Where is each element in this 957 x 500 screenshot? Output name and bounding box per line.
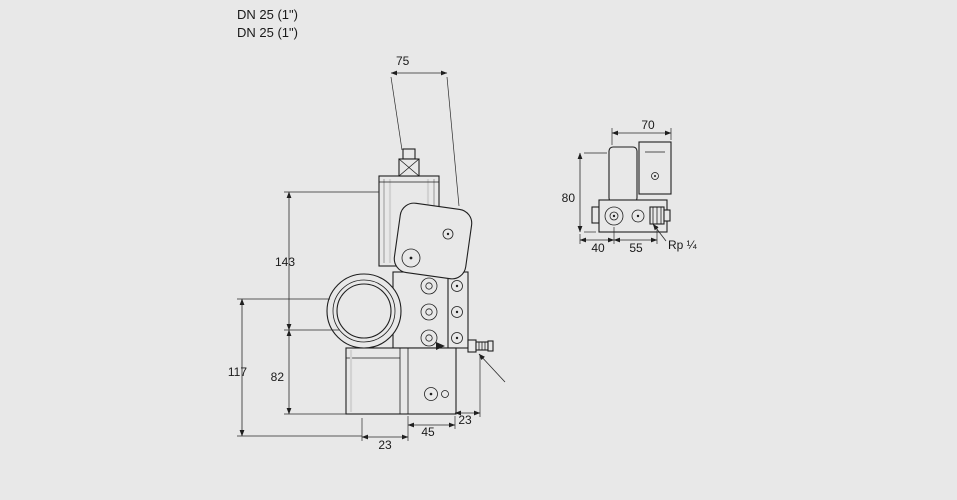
connector-box	[638, 141, 672, 195]
thread-size-label: Rp ¼	[668, 238, 698, 252]
title-block: DN 25 (1") DN 25 (1")	[237, 7, 298, 40]
lower-gas-block	[345, 347, 457, 415]
dim-label-45: 45	[421, 425, 435, 439]
dim-label-23-right: 23	[458, 413, 472, 427]
dim-label-75: 75	[396, 54, 410, 68]
dim-label-117: 117	[228, 365, 247, 379]
dim-label-82: 82	[271, 370, 285, 384]
side-dimensions: 70 80 40 55 Rp ¼	[562, 118, 698, 255]
valve-body	[392, 271, 456, 349]
adjustment-knob	[398, 148, 420, 177]
main-dimensions: 75 143 82 117 23	[228, 54, 481, 452]
test-nipple	[467, 339, 494, 353]
inlet-flange	[326, 273, 402, 349]
housing-boss	[401, 248, 421, 268]
thread-leader-arrow	[652, 223, 667, 242]
dim-label-40: 40	[591, 241, 605, 255]
dim-label-143: 143	[275, 255, 295, 269]
product-size-line1: DN 25 (1")	[237, 7, 298, 22]
solenoid-coil	[608, 146, 638, 203]
dim-label-80: 80	[562, 191, 576, 205]
valve-body-flange-column	[447, 271, 469, 349]
nipple-leader-arrow	[478, 353, 506, 383]
solenoid-housing	[393, 202, 473, 280]
dim-label-23-left: 23	[378, 438, 392, 452]
dim-label-70: 70	[641, 118, 655, 132]
dim-label-55: 55	[629, 241, 643, 255]
body-bolts	[420, 277, 463, 347]
flow-direction-arrow-icon	[436, 342, 445, 350]
side-body	[591, 199, 671, 233]
housing-screw	[442, 228, 454, 240]
product-size-line2: DN 25 (1")	[237, 25, 298, 40]
main-valve-view: 75 143 82 117 23	[228, 54, 506, 452]
side-view: 70 80 40 55 Rp ¼	[562, 118, 698, 255]
